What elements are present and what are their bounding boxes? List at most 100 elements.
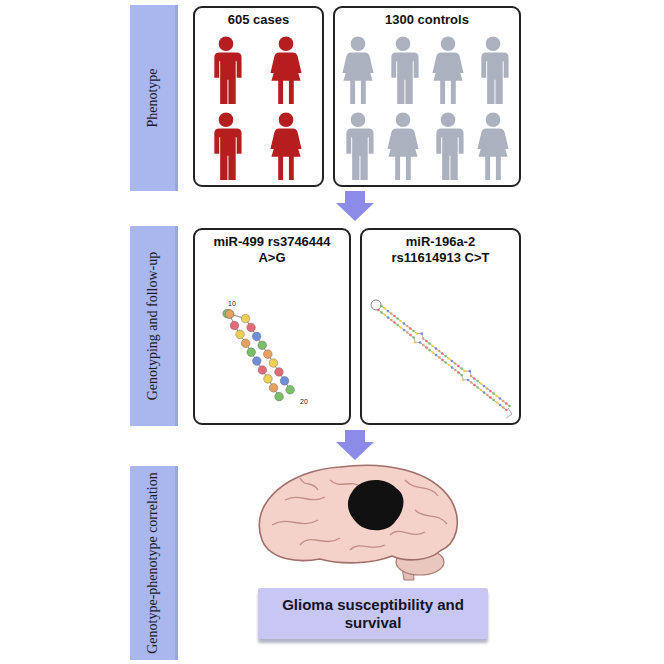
woman-figure [270, 112, 301, 180]
nucleotide-dot [495, 395, 498, 398]
nucleotide-dot [393, 315, 396, 318]
box-label: miR-499 rs3746444 A>G [205, 234, 339, 265]
nucleotide-dot [441, 352, 444, 355]
nucleotide-dot [454, 362, 457, 365]
man-figure [346, 112, 373, 180]
nucleotide-dot [425, 340, 428, 343]
nucleotide-dot [467, 379, 470, 382]
woman-figure [342, 36, 373, 104]
group-box: 605 cases [193, 6, 324, 187]
cerebrum [259, 465, 457, 563]
nucleotide-dot [415, 332, 418, 335]
nucleotide-dot [431, 345, 434, 348]
nucleotide-dot [258, 366, 267, 375]
nucleotide-dot [444, 355, 447, 358]
nucleotide-dot [422, 337, 425, 340]
nucleotide-dot [286, 385, 295, 394]
hairpin-structures [223, 300, 512, 418]
nucleotide-dot [380, 305, 383, 308]
section-band: Phenotype [130, 5, 178, 191]
woman-figure [387, 112, 418, 180]
nucleotide-dot [505, 409, 508, 412]
nucleotide-dot [409, 334, 412, 337]
nucleotide-dot [269, 383, 278, 392]
nucleotide-dot [499, 397, 502, 400]
nucleotide-dot [462, 379, 465, 382]
nucleotide-dot [409, 327, 412, 330]
nucleotide-dot [275, 392, 284, 401]
nucleotide-dot [502, 400, 505, 403]
nucleotide-dot [384, 314, 387, 317]
nucleotide-dot [269, 359, 278, 368]
nucleotide-dot [422, 344, 425, 347]
woman-figure [432, 36, 463, 104]
nucleotide-dot [473, 377, 476, 380]
nucleotide-dot [448, 364, 451, 367]
man-figure [481, 36, 508, 104]
nucleotide-dot [463, 370, 466, 373]
nucleotide-dot [486, 394, 489, 397]
hairpin-backbone [227, 314, 290, 397]
nucleotide-dot [505, 402, 508, 405]
nucleotide-dot [479, 382, 482, 385]
nucleotide-dot [428, 349, 431, 352]
down-arrow [336, 430, 374, 460]
nucleotide-dot [476, 380, 479, 383]
nucleotide-dot [236, 330, 245, 339]
nucleotide-dot [412, 330, 415, 333]
nucleotide-dot [383, 307, 386, 310]
nucleotide-dot [247, 323, 256, 332]
nucleotide-dot [400, 326, 403, 329]
man-figure [391, 36, 418, 104]
box-label: Glioma susceptibility and survival [272, 596, 474, 632]
gyri [272, 478, 447, 550]
nucleotide-dot [390, 312, 393, 315]
nucleotide-dot [473, 384, 476, 387]
nucleotide-dot [447, 357, 450, 360]
nucleotide-dot [412, 336, 415, 339]
nucleotide-dot [241, 314, 250, 323]
nucleotide-dot [406, 331, 409, 334]
nucleotide-dot [403, 329, 406, 332]
nucleotide-dot [460, 374, 463, 377]
nucleotide-dot [387, 310, 390, 313]
hairpin-strand [378, 310, 506, 410]
case-figures [214, 36, 301, 180]
nucleotide-dot [457, 371, 460, 374]
band-label: Genotyping and follow-up [144, 232, 160, 420]
hairpin-loop [371, 300, 381, 310]
position-number: 20 [300, 398, 308, 405]
nucleotide-dot [377, 309, 380, 312]
nucleotide-dot [438, 350, 441, 353]
nucleotide-dot [438, 356, 441, 359]
nucleotide-dot [387, 316, 390, 319]
nucleotide-dot [489, 390, 492, 393]
nucleotide-dot [396, 317, 399, 320]
position-number: 10 [228, 300, 236, 307]
man-figure [214, 36, 241, 104]
nucleotide-dot [414, 341, 417, 344]
nucleotide-dot [403, 322, 406, 325]
nucleotide-dot [470, 375, 473, 378]
nucleotide-dot [435, 354, 438, 357]
control-figures [342, 36, 508, 180]
nucleotide-dot [247, 348, 256, 357]
snp-box: miR-196a-2 rs11614913 C>T [360, 228, 521, 425]
nucleotide-dot [252, 357, 261, 366]
nucleotide-dot [393, 321, 396, 324]
nucleotide-dot [441, 359, 444, 362]
nucleotide-dot [241, 339, 250, 348]
nucleotide-dot [468, 370, 471, 373]
nucleotide-dot [451, 360, 454, 363]
nucleotide-dot [432, 351, 435, 354]
nucleotide-dot [264, 350, 273, 359]
nucleotide-dot [275, 368, 284, 377]
nucleotide-dot [380, 311, 383, 314]
brain-illustration [259, 465, 457, 580]
box-label: 1300 controls [345, 12, 509, 28]
man-figure [436, 112, 463, 180]
woman-figure [270, 36, 301, 104]
nucleotide-dot [451, 366, 454, 369]
band-label: Genotype-phenotype correlation [144, 472, 160, 654]
